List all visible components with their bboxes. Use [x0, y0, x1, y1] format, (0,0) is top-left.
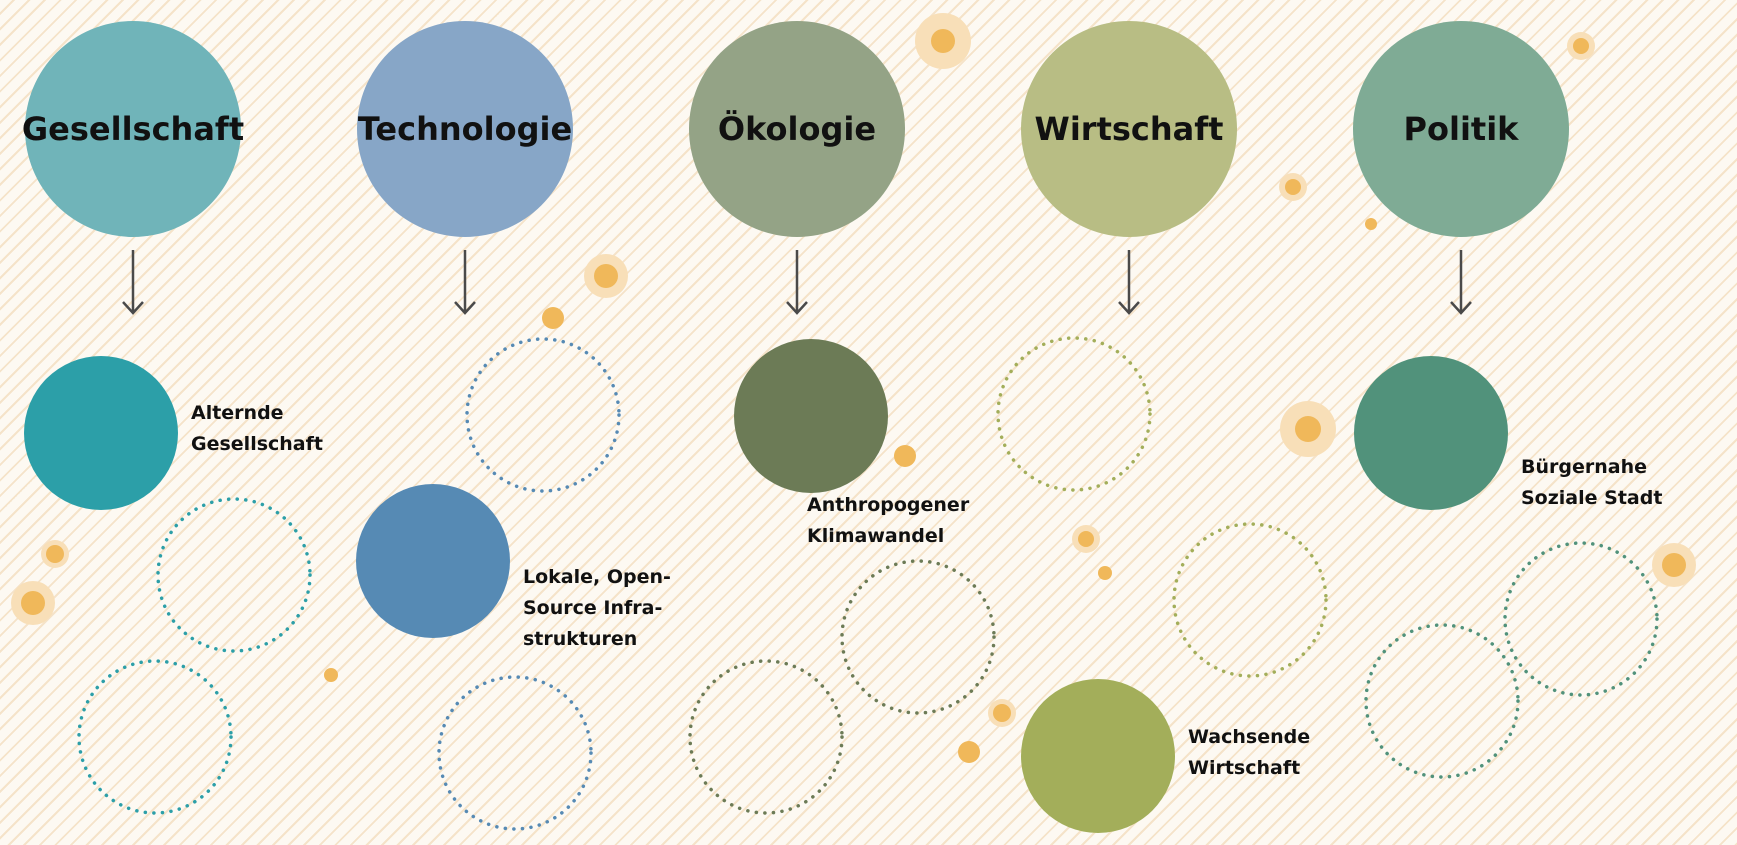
placeholder-circle — [688, 659, 844, 815]
decorative-dot — [542, 307, 564, 329]
category-politik: Politik — [1353, 21, 1569, 237]
category-label: Gesellschaft — [21, 110, 245, 148]
decorative-dot — [894, 445, 916, 467]
placeholder-circle — [840, 559, 996, 715]
category-label: Wirtschaft — [1034, 110, 1224, 148]
placeholder-circle — [1172, 522, 1328, 678]
category-oekologie: Ökologie — [689, 21, 905, 237]
trend-circle-klimawandel — [734, 339, 888, 493]
decorative-dot — [324, 668, 338, 682]
placeholder-circle — [996, 336, 1152, 492]
category-gesellschaft: Gesellschaft — [21, 21, 245, 237]
trend-label-line: Anthropogener — [807, 494, 970, 516]
category-wirtschaft: Wirtschaft — [1021, 21, 1237, 237]
trend-label-alternde-gesellschaft: Alternde Gesellschaft — [191, 398, 323, 460]
decorative-dot — [931, 29, 955, 53]
decorative-dot — [1285, 179, 1301, 195]
trend-label-line: Gesellschaft — [191, 433, 323, 455]
category-label: Ökologie — [717, 110, 877, 148]
trend-label-line: Klimawandel — [807, 525, 945, 547]
trend-label-line: Alternde — [191, 402, 284, 424]
trend-label-line: Wachsende — [1188, 726, 1311, 748]
trend-label-line: Soziale Stadt — [1521, 487, 1663, 509]
down-arrow-icon — [122, 250, 144, 315]
decorative-dot — [1078, 531, 1094, 547]
trend-label-line: Wirtschaft — [1188, 757, 1301, 779]
trend-circle-open-source-infrastrukturen — [356, 484, 510, 638]
decorative-dot — [993, 704, 1011, 722]
decorative-dot — [1295, 416, 1321, 442]
trend-label-line: Lokale, Open- — [523, 566, 671, 588]
trend-circle-alternde-gesellschaft — [24, 356, 178, 510]
decorative-dot — [958, 741, 980, 763]
down-arrow-icon — [1118, 250, 1140, 315]
trend-label-soziale-stadt: Bürgernahe Soziale Stadt — [1521, 452, 1662, 514]
down-arrow-icon — [786, 250, 808, 315]
trend-label-line: Bürgernahe — [1521, 456, 1647, 478]
trend-label-klimawandel: Anthropogener Klimawandel — [807, 490, 969, 552]
decorative-dot — [21, 591, 45, 615]
trend-label-wachsende-wirtschaft: Wachsende Wirtschaft — [1188, 722, 1310, 784]
decorative-dot — [594, 264, 618, 288]
trend-circle-wachsende-wirtschaft — [1021, 679, 1175, 833]
trend-label-line: Source Infra- — [523, 597, 663, 619]
decorative-dot — [1662, 553, 1686, 577]
placeholder-circle — [1364, 623, 1520, 779]
category-technologie: Technologie — [357, 21, 573, 237]
category-label: Politik — [1403, 110, 1519, 148]
category-label: Technologie — [357, 110, 573, 148]
trend-label-line: strukturen — [523, 628, 638, 650]
decorative-dot — [1573, 38, 1589, 54]
trend-label-open-source-infrastrukturen: Lokale, Open- Source Infra- strukturen — [523, 562, 671, 655]
decorative-dot — [1098, 566, 1112, 580]
placeholder-circle — [465, 337, 621, 493]
placeholder-circle — [437, 675, 593, 831]
trend-circle-soziale-stadt — [1354, 356, 1508, 510]
placeholder-circle — [77, 659, 233, 815]
decorative-dot — [1365, 218, 1377, 230]
placeholder-circle — [1503, 541, 1659, 697]
decorative-dot — [46, 545, 64, 563]
placeholder-circle — [156, 497, 312, 653]
down-arrow-icon — [454, 250, 476, 315]
down-arrow-icon — [1450, 250, 1472, 315]
